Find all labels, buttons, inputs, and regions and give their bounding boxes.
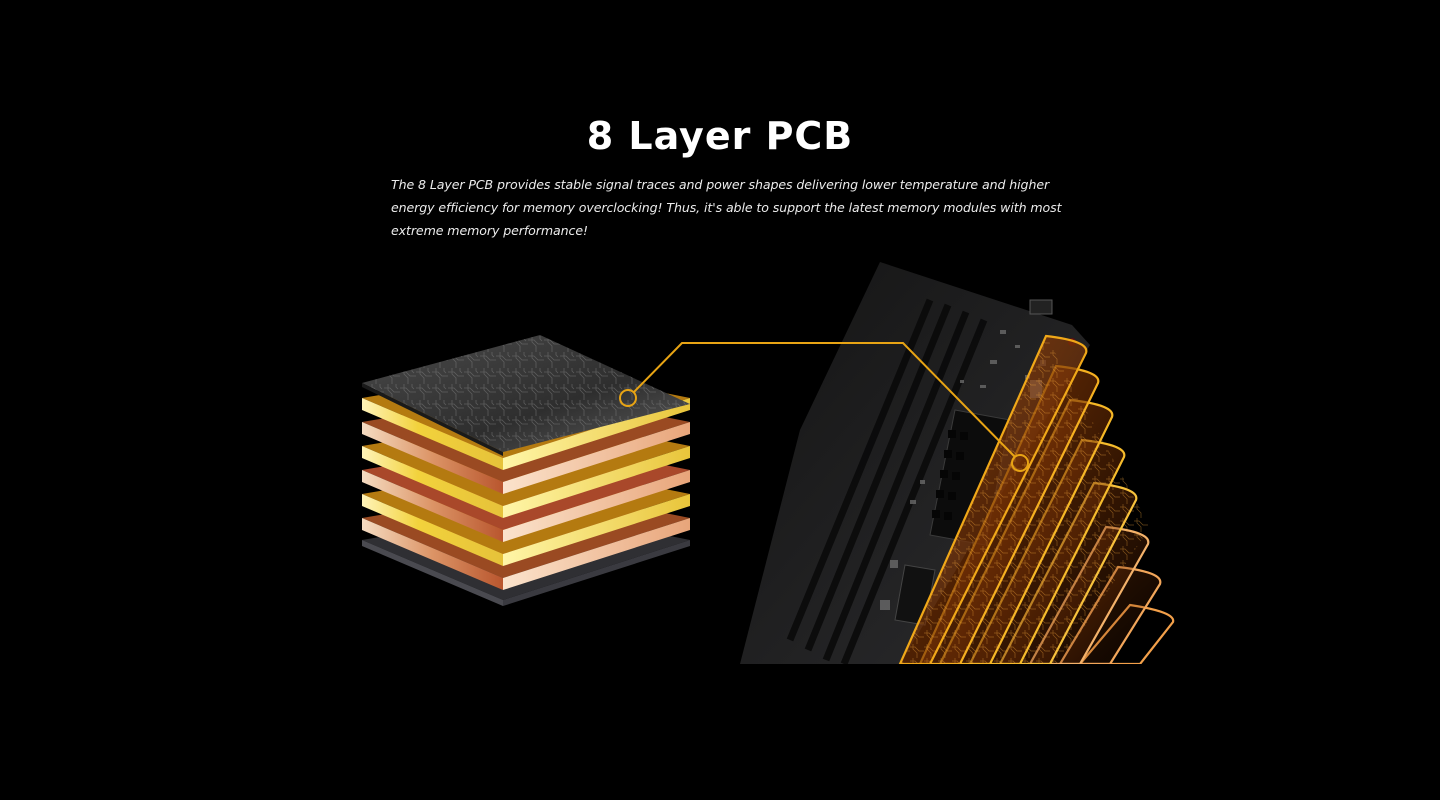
section-title: 8 Layer PCB	[586, 114, 854, 158]
callout-marker-left	[619, 389, 637, 407]
callout-marker-right	[1011, 454, 1029, 472]
section-description: The 8 Layer PCB provides stable signal t…	[391, 177, 1062, 238]
layer-stack	[362, 335, 690, 606]
callout-connector	[619, 342, 1029, 472]
motherboard-render	[740, 262, 1175, 664]
